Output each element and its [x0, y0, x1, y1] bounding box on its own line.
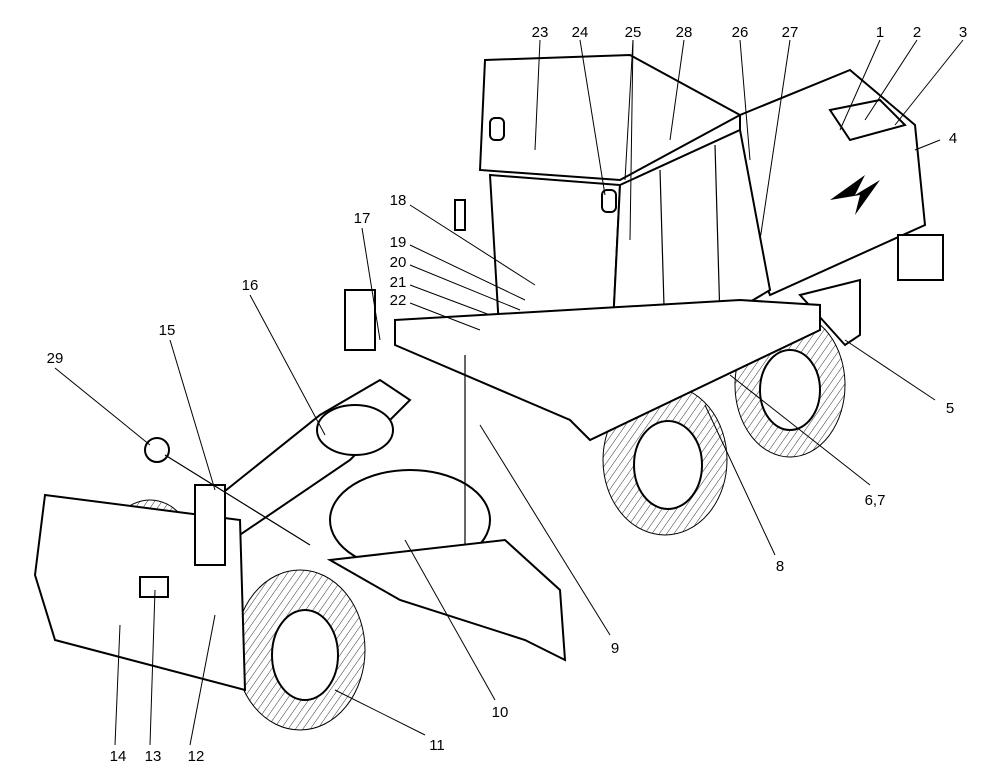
moldboard [326, 538, 567, 662]
callout-19: 19 [390, 234, 407, 251]
callout-23: 23 [532, 24, 549, 41]
callout-13: 13 [145, 748, 162, 765]
beacon-left [489, 117, 505, 141]
logo [830, 175, 880, 215]
machine-drawing [33, 53, 944, 731]
callout-27: 27 [782, 24, 799, 41]
callout-28: 28 [676, 24, 693, 41]
rear-light-box [897, 234, 944, 281]
callout-5: 5 [946, 400, 954, 417]
callout-16: 16 [242, 277, 259, 294]
callout-labels: 23 24 25 28 26 27 1 2 3 4 5 6,7 8 9 10 1… [47, 24, 968, 765]
callout-26: 26 [732, 24, 749, 41]
callout-3: 3 [959, 24, 967, 41]
cab-roof [478, 53, 743, 182]
ball-marker [144, 437, 170, 463]
callout-29: 29 [47, 350, 64, 367]
callout-22: 22 [390, 292, 407, 309]
callout-24: 24 [572, 24, 589, 41]
main-frame [394, 298, 821, 442]
callout-12: 12 [188, 748, 205, 765]
callout-2: 2 [913, 24, 921, 41]
callout-6-7: 6,7 [865, 492, 886, 509]
callout-1: 1 [876, 24, 884, 41]
callout-10: 10 [492, 704, 509, 721]
callout-15: 15 [159, 322, 176, 339]
blade-lock [139, 576, 169, 598]
callout-11: 11 [429, 737, 445, 754]
frame-post [344, 289, 376, 351]
mirror [454, 199, 466, 231]
callout-8: 8 [776, 558, 784, 575]
callout-4: 4 [949, 130, 957, 147]
callout-9: 9 [611, 640, 619, 657]
blade-cylinder [194, 484, 226, 566]
callout-20: 20 [390, 254, 407, 271]
callout-17: 17 [354, 210, 371, 227]
callout-21: 21 [390, 274, 407, 291]
mudguard [798, 278, 861, 347]
beam-joint [316, 404, 394, 456]
callout-18: 18 [390, 192, 407, 209]
callout-25: 25 [625, 24, 642, 41]
beacon-right [601, 189, 617, 213]
callout-14: 14 [110, 748, 127, 765]
leader-lines [54, 39, 964, 746]
